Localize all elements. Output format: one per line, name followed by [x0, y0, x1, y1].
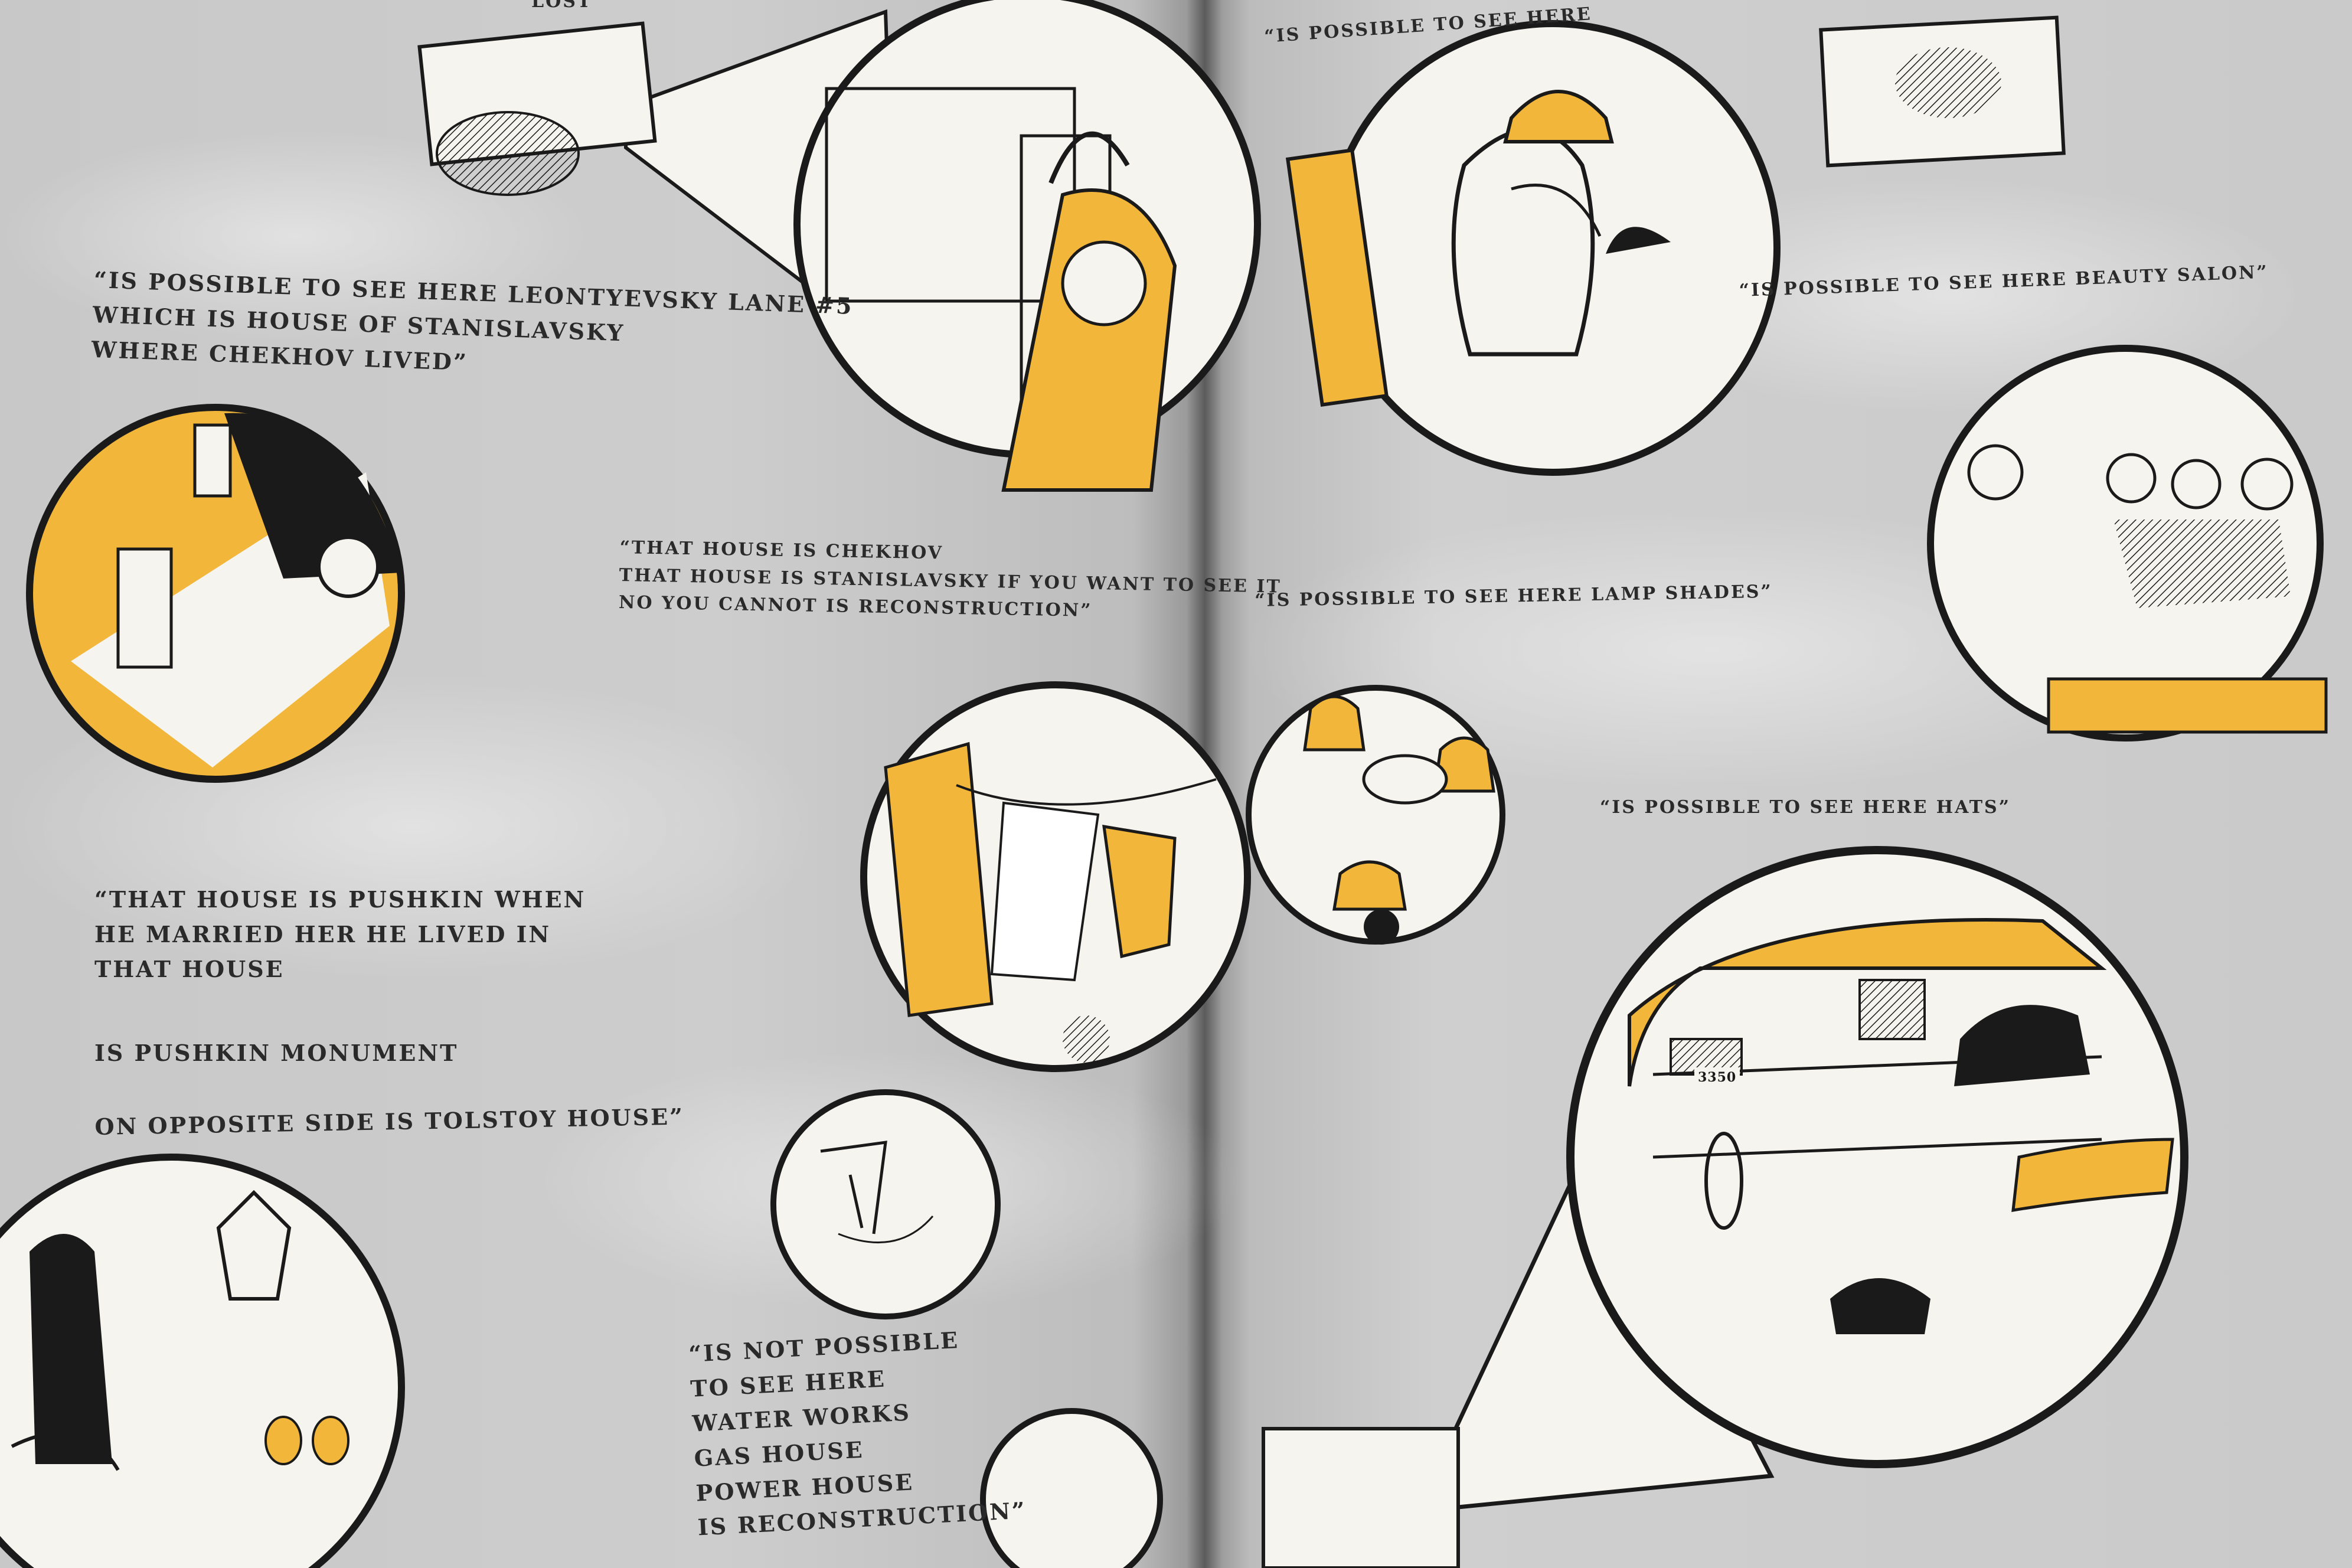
circle-theatre-square: [793, 0, 1261, 492]
caption-pushkin-house: “THAT HOUSE IS PUSHKIN WHEN HE MARRIED H…: [94, 883, 586, 987]
caption-top-fragment: LOST: [531, 0, 593, 12]
circle-crane-small: [770, 1089, 1001, 1319]
caption-line: “THAT HOUSE IS PUSHKIN WHEN: [94, 886, 586, 913]
circle-laundry-courtyard: [860, 681, 1251, 1072]
circle-blank-bottom: [980, 1408, 1163, 1568]
caption-line: HE MARRIED HER HE LIVED IN: [94, 920, 551, 948]
caption-line: THAT HOUSE: [94, 955, 285, 982]
telescope-cone-top-left: [417, 9, 900, 358]
vignette-violinist-top-right: [1819, 15, 2066, 168]
hat-price-tag: 3350: [1694, 1067, 1740, 1088]
caption-chekhov-house: “THAT HOUSE IS CHEKHOV THAT HOUSE IS STA…: [619, 534, 1282, 628]
caption-not-possible: “IS NOT POSSIBLE TO SEE HERE WATER WORKS…: [688, 1320, 1027, 1546]
circle-pushkin-monument: [0, 1154, 405, 1568]
circle-samovar-shop: [1285, 20, 1781, 476]
caption-pushkin-monument: IS PUSHKIN MONUMENT: [94, 1040, 459, 1066]
circle-beauty-salon: [1927, 345, 2328, 741]
caption-hats: “IS POSSIBLE TO SEE HERE HATS”: [1600, 797, 2011, 818]
circle-chekhov-house: [26, 404, 405, 783]
circle-lamp-shades: [1246, 685, 1505, 945]
telescope-cone-hat-shop: [1262, 846, 2188, 1568]
